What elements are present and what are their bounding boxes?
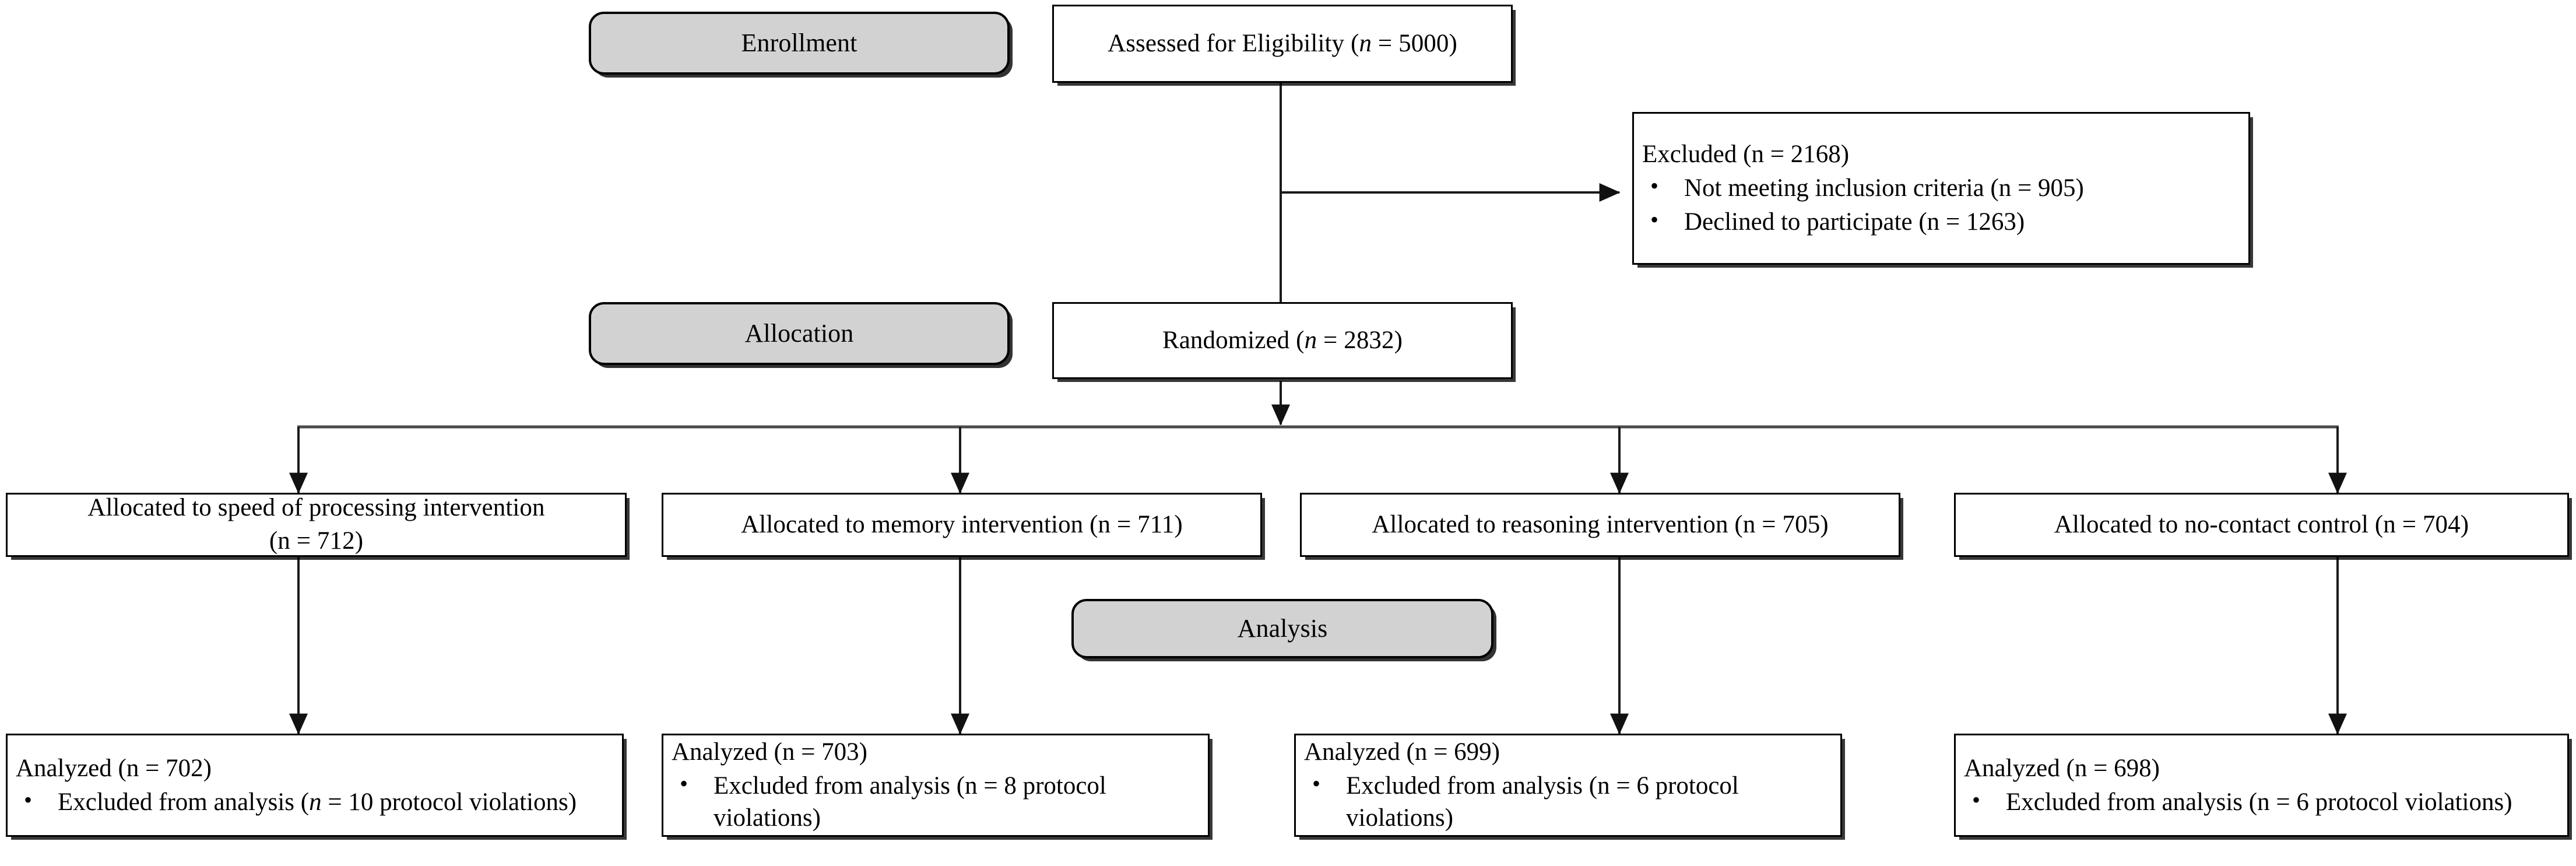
box-allocated-no-contact-control: Allocated to no-contact control (n = 704… [1954, 493, 2569, 557]
allocated-arm-1-line1: Allocated to speed of processing interve… [87, 494, 545, 522]
assessed-line2: 5000) [1398, 29, 1457, 57]
analyzed-arm-1-bullet-list: Excluded from analysis (n = 10 protocol … [8, 785, 622, 819]
box-assessed-for-eligibility: Assessed for Eligibility (n = 5000) [1052, 5, 1513, 83]
list-item: Excluded from analysis (n = 6 protocol v… [1304, 769, 1832, 835]
box-analyzed-speed-of-processing: Analyzed (n = 702) Excluded from analysi… [6, 734, 624, 837]
list-item: Excluded from analysis (n = 10 protocol … [16, 785, 614, 819]
assessed-line1-prefix: Assessed for Eligibility ( [1108, 29, 1359, 57]
stage-label-allocation: Allocation [589, 302, 1010, 365]
allocated-arm-1-line2: (n = 712) [269, 527, 364, 555]
list-item: Not meeting inclusion criteria (n = 905) [1642, 171, 2240, 205]
stage-label-analysis: Analysis [1071, 599, 1493, 658]
assessed-line1-suffix: = [1372, 29, 1393, 57]
list-item: Declined to participate (n = 1263) [1642, 205, 2240, 239]
allocated-arm-4-line1: Allocated to no-contact control (n = 704… [2054, 510, 2469, 538]
randomized-suffix: = 2832) [1317, 326, 1403, 354]
box-analyzed-no-contact-control: Analyzed (n = 698) Excluded from analysi… [1954, 734, 2569, 837]
box-randomized: Randomized (n = 2832) [1052, 302, 1513, 379]
box-analyzed-reasoning: Analyzed (n = 699) Excluded from analysi… [1294, 734, 1842, 837]
box-analyzed-memory: Analyzed (n = 703) Excluded from analysi… [662, 734, 1210, 837]
analyzed-arm-4-bullet-prefix: Excluded from analysis (n = 6 protocol [2006, 788, 2399, 816]
analyzed-arm-1-heading: Analyzed (n = 702) [16, 754, 212, 782]
box-randomized-text: Randomized (n = 2832) [1054, 324, 1511, 357]
analyzed-arm-1-bullet-prefix: Excluded from analysis ( [58, 788, 310, 816]
analyzed-arm-3-heading: Analyzed (n = 699) [1304, 738, 1500, 766]
randomized-italic-n: n [1304, 326, 1317, 354]
analyzed-arm-1-bullet-suffix: = 10 protocol [321, 788, 463, 816]
analyzed-arm-1-italic-n: n [309, 788, 322, 816]
box-assessed-for-eligibility-text: Assessed for Eligibility (n = 5000) [1054, 27, 1511, 61]
box-excluded: Excluded (n = 2168) Not meeting inclusio… [1632, 112, 2250, 265]
list-item: Excluded from analysis (n = 6 protocol v… [1964, 785, 2559, 819]
box-allocated-memory: Allocated to memory intervention (n = 71… [662, 493, 1262, 557]
analyzed-arm-3-bullet-prefix: Excluded from analysis (n = 6 protocol [1346, 772, 1739, 800]
analyzed-arm-3-bullet-line2: violations) [1346, 804, 1453, 832]
stage-label-analysis-text: Analysis [1237, 613, 1328, 643]
allocated-arm-2-line1: Allocated to memory intervention (n = 71… [741, 510, 1183, 538]
analyzed-arm-2-bullet-prefix: Excluded from analysis (n = 8 protocol [714, 772, 1106, 800]
analyzed-arm-4-bullet-line2: violations) [2405, 788, 2512, 816]
analyzed-arm-2-bullet-list: Excluded from analysis (n = 8 protocol v… [663, 769, 1208, 835]
analyzed-arm-4-heading: Analyzed (n = 698) [1964, 754, 2160, 782]
box-allocated-reasoning: Allocated to reasoning intervention (n =… [1300, 493, 1900, 557]
stage-label-enrollment: Enrollment [589, 12, 1010, 75]
box-excluded-heading: Excluded (n = 2168) [1642, 141, 1850, 169]
box-allocated-speed-of-processing: Allocated to speed of processing interve… [6, 493, 627, 557]
box-excluded-bullet-list: Not meeting inclusion criteria (n = 905)… [1634, 171, 2248, 239]
assessed-italic-n: n [1359, 29, 1372, 57]
stage-label-enrollment-text: Enrollment [741, 28, 858, 57]
randomized-prefix: Randomized ( [1162, 326, 1305, 354]
analyzed-arm-2-bullet-line2: violations) [714, 804, 821, 832]
analyzed-arm-1-bullet-line2: violations) [469, 788, 577, 816]
analyzed-arm-3-bullet-list: Excluded from analysis (n = 6 protocol v… [1296, 769, 1840, 835]
analyzed-arm-4-bullet-list: Excluded from analysis (n = 6 protocol v… [1956, 785, 2567, 819]
analyzed-arm-2-heading: Analyzed (n = 703) [672, 738, 867, 766]
allocated-arm-3-line1: Allocated to reasoning intervention (n =… [1372, 510, 1829, 538]
stage-label-allocation-text: Allocation [744, 318, 854, 348]
list-item: Excluded from analysis (n = 8 protocol v… [672, 769, 1200, 835]
